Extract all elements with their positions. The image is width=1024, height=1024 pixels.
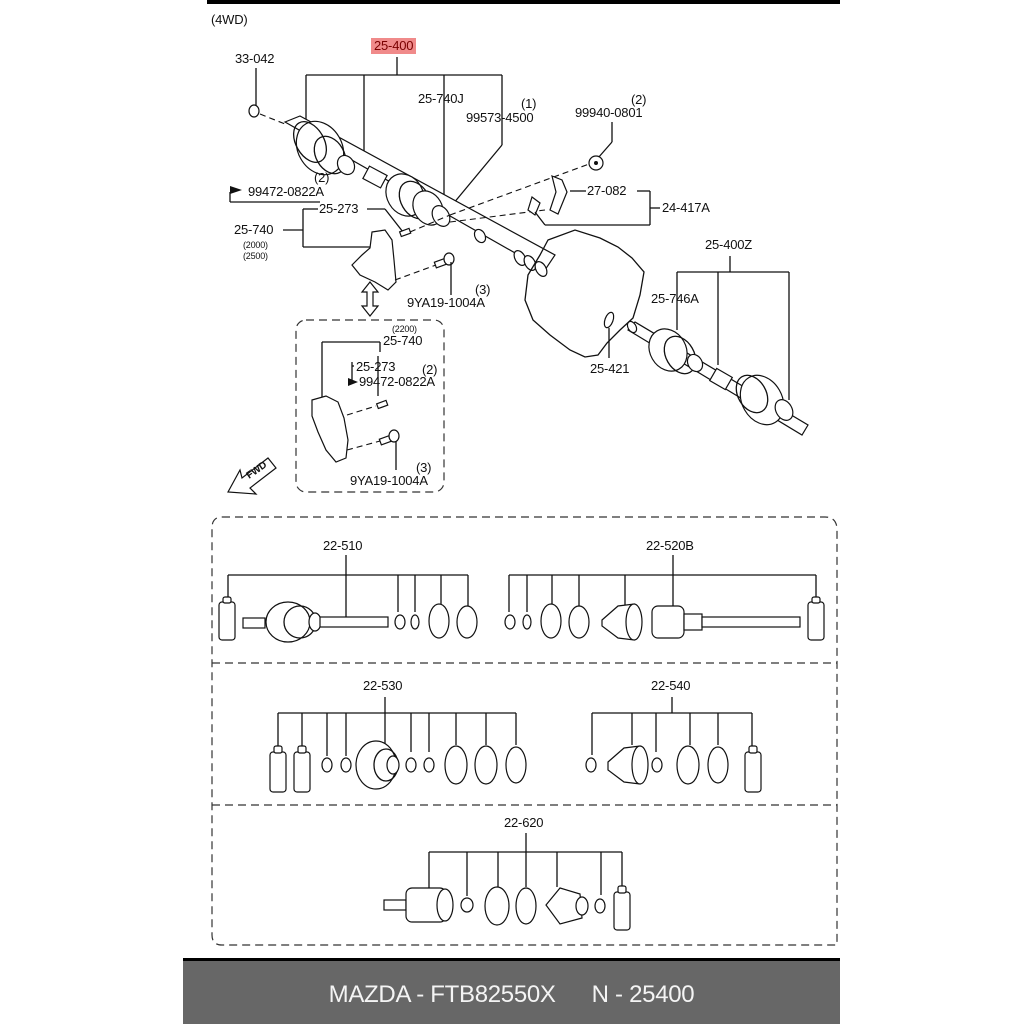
part-label-99472-0822A[interactable]: 99472-0822A	[248, 184, 324, 199]
kit-22-520B-parts	[504, 555, 825, 641]
part-label-99940-0801[interactable]: 99940-0801	[575, 105, 643, 120]
reference-number: N - 25400	[591, 981, 695, 1008]
inset-part-qty-9ya19: (3)	[416, 460, 432, 475]
top-bar	[207, 0, 840, 4]
part-label-25-421[interactable]: 25-421	[590, 361, 630, 376]
footer-caption: MAZDA - FTB82550X N - 25400	[183, 981, 840, 1009]
right-driveshaft	[626, 256, 809, 436]
inset-part-label-25-273[interactable]: 25-273	[356, 359, 396, 374]
part-label-25-400[interactable]: 25-400	[371, 38, 417, 54]
inset-part-label-99472-0822A[interactable]: 99472-0822A	[359, 374, 435, 389]
part-label-27-082[interactable]: 27-082	[587, 183, 627, 198]
kit-label-22-520B[interactable]: 22-520B	[646, 538, 694, 553]
parts-diagram: (4WD) 25-400 33-042 25-740J (1) 99573-45…	[211, 12, 838, 946]
part-label-25-746A[interactable]: 25-746A	[651, 291, 699, 306]
support-bracket	[229, 186, 455, 317]
diagram-drawing	[211, 57, 838, 946]
inset-2200	[295, 319, 445, 493]
left-driveshaft	[248, 57, 601, 277]
bracket-assembly	[527, 122, 660, 226]
kit-label-22-530[interactable]: 22-530	[363, 678, 403, 693]
variant-label: (4WD)	[211, 12, 248, 27]
part-qty-99472: (2)	[314, 170, 330, 185]
transmission-case	[524, 229, 645, 358]
fwd-arrow	[227, 457, 277, 495]
part-note-2000: (2000)	[243, 240, 268, 250]
kit-22-530-parts	[269, 697, 527, 793]
inset-note-2200: (2200)	[392, 324, 417, 334]
part-note-2500: (2500)	[243, 251, 268, 261]
part-qty-99940: (2)	[631, 92, 647, 107]
kit-label-22-620[interactable]: 22-620	[504, 815, 544, 830]
part-qty-99573: (1)	[521, 96, 537, 111]
kit-22-620-parts	[383, 833, 631, 931]
footer-bar: MAZDA - FTB82550X N - 25400	[183, 958, 840, 1024]
kit-22-540-parts	[585, 697, 762, 793]
part-label-25-740[interactable]: 25-740	[234, 222, 274, 237]
part-qty-9ya19: (3)	[475, 282, 491, 297]
kit-label-22-510[interactable]: 22-510	[323, 538, 363, 553]
part-label-25-740J[interactable]: 25-740J	[418, 91, 464, 106]
kit-22-510-parts	[218, 555, 478, 643]
inset-part-label-25-740[interactable]: 25-740	[383, 333, 423, 348]
kit-label-22-540[interactable]: 22-540	[651, 678, 691, 693]
part-label-9YA19-1004A[interactable]: 9YA19-1004A	[407, 295, 485, 310]
part-label-99573-4500[interactable]: 99573-4500	[466, 110, 534, 125]
part-label-24-417A[interactable]: 24-417A	[662, 200, 710, 215]
part-label-25-400Z[interactable]: 25-400Z	[705, 237, 753, 252]
part-label-25-273[interactable]: 25-273	[319, 201, 359, 216]
brand-part-number: MAZDA - FTB82550X	[328, 981, 556, 1008]
inset-part-label-9YA19-1004A[interactable]: 9YA19-1004A	[350, 473, 428, 488]
inset-part-qty-99472: (2)	[422, 362, 438, 377]
part-label-33-042[interactable]: 33-042	[235, 51, 275, 66]
kit-frames	[211, 516, 838, 946]
